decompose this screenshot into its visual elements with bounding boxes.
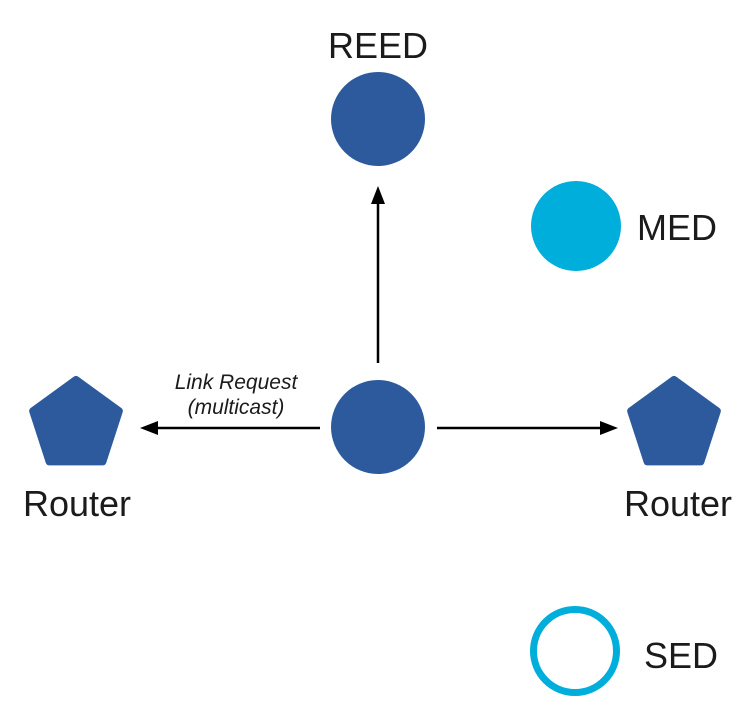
pentagon-shape (627, 376, 721, 466)
link-request-annotation-line2: (multicast) (188, 396, 285, 419)
arrow-group (140, 186, 618, 435)
reed-node-circle (331, 72, 425, 166)
router-left-label: Router (23, 483, 131, 524)
med-label: MED (637, 207, 717, 248)
router-right-label: Router (624, 483, 732, 524)
center-node-circle (331, 380, 425, 474)
sed-node-circle (530, 606, 620, 696)
router-right-pentagon (627, 376, 721, 466)
sed-label: SED (644, 635, 718, 676)
reed-label: REED (328, 25, 428, 66)
med-node-circle (531, 181, 621, 271)
pentagon-shape (29, 376, 123, 466)
router-left-pentagon (29, 376, 123, 466)
link-request-annotation-line1: Link Request (175, 371, 299, 394)
